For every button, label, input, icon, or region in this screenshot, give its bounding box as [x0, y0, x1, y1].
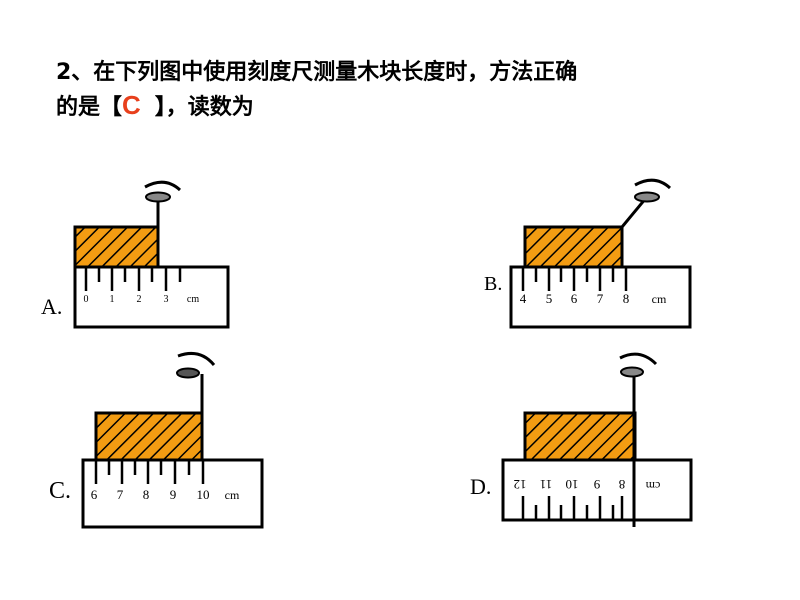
option-d-ruler — [501, 458, 693, 522]
option-d-tick-label: 10 — [566, 477, 579, 492]
option-d-unit: cm — [645, 479, 660, 493]
option-c-tick-label: 6 — [91, 487, 98, 502]
option-c-tick-label: 10 — [197, 487, 210, 502]
option-c-ticks — [94, 461, 205, 484]
option-a-wood-block — [73, 225, 160, 269]
question-line-2-suffix: 】，读数为 — [154, 95, 254, 120]
option-b-ticks — [521, 268, 628, 291]
question-line-2-prefix: 的是【 — [56, 95, 123, 120]
option-a-label: A. — [41, 294, 62, 319]
option-c-tick-label: 8 — [143, 487, 150, 502]
question-line-2: 的是【C 】，读数为 — [56, 89, 736, 124]
option-b-tick-label: 6 — [571, 291, 578, 306]
option-a-ticks — [84, 268, 182, 291]
option-a-tick-label: 2 — [137, 294, 142, 305]
option-c-unit: cm — [225, 488, 240, 502]
option-b-tick-label: 5 — [546, 291, 553, 306]
option-d-tick-label: 8 — [619, 477, 626, 492]
option-d-ticks — [521, 496, 624, 519]
option-b-figure: B. 4 5 6 7 8 cm — [484, 178, 692, 329]
option-b-wood-block — [523, 225, 624, 269]
option-c-label: C. — [49, 478, 71, 504]
option-a-figure: A. 0 1 2 3 cm — [41, 180, 230, 329]
option-c-eye-icon — [176, 352, 216, 458]
option-d-tick-label: 11 — [540, 477, 553, 492]
option-b-tick-label: 8 — [623, 291, 630, 306]
option-c-ruler — [81, 458, 264, 529]
answer-letter: C — [122, 90, 141, 120]
question-text: 2、在下列图中使用刻度尺测量木块长度时，方法正确 的是【C 】，读数为 — [56, 57, 736, 124]
option-c-tick-label: 9 — [170, 487, 177, 502]
option-d-tick-label: 9 — [594, 477, 601, 492]
option-a-eye-icon — [144, 180, 182, 265]
option-b-tick-label: 4 — [520, 291, 527, 306]
question-line-1: 2、在下列图中使用刻度尺测量木块长度时，方法正确 — [56, 60, 578, 85]
option-d-tick-label: 12 — [514, 477, 527, 492]
option-d-eye-icon — [619, 352, 658, 527]
option-b-label: B. — [484, 273, 502, 295]
option-c-tick-label: 7 — [117, 487, 124, 502]
option-a-tick-label: 1 — [110, 294, 115, 305]
option-b-eye-icon — [620, 178, 672, 228]
option-d-label: D. — [470, 474, 491, 499]
option-d-figure: D. 8 9 10 11 12 cm — [470, 352, 693, 527]
option-b-unit: cm — [652, 292, 667, 306]
option-c-wood-block — [94, 411, 204, 462]
option-c-figure: C. 6 7 8 9 10 cm — [49, 352, 264, 529]
option-a-tick-label: 0 — [84, 294, 89, 305]
option-a-tick-label: 3 — [164, 294, 169, 305]
option-b-tick-label: 7 — [597, 291, 604, 306]
option-a-unit: cm — [187, 294, 199, 305]
option-d-wood-block — [523, 411, 637, 462]
